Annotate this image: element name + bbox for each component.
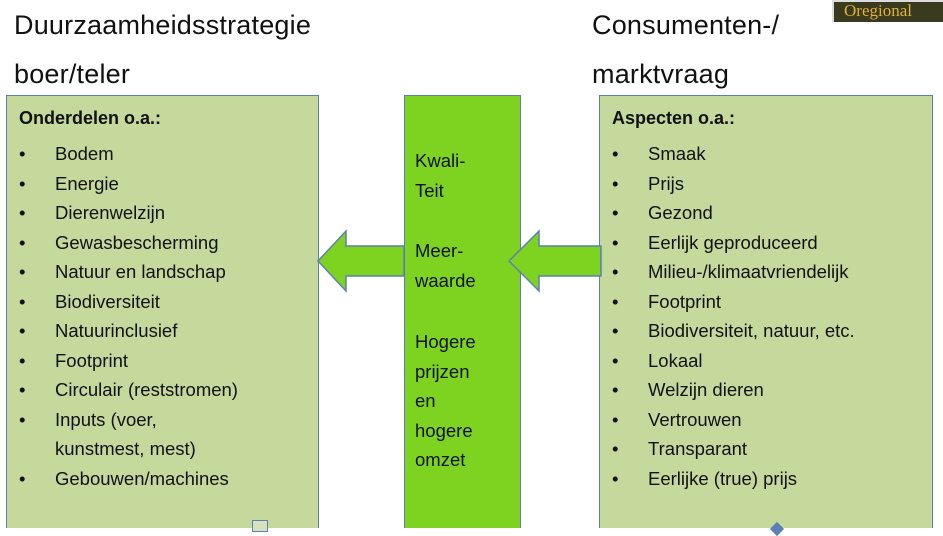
adjust-handle — [769, 521, 785, 536]
right-box-list: SmaakPrijsGezondEerlijk geproduceerdMili… — [612, 139, 855, 493]
center-line: Kwali- — [415, 150, 466, 171]
list-item: Inputs (voer, — [19, 405, 238, 435]
list-item: Biodiversiteit — [19, 287, 238, 317]
list-item: Welzijn dieren — [612, 375, 855, 405]
list-item: Prijs — [612, 169, 855, 199]
list-item: Smaak — [612, 139, 855, 169]
left-arrow — [316, 229, 405, 293]
list-item: Footprint — [19, 346, 238, 376]
left-heading-line2: boer/teler — [14, 59, 131, 89]
center-group-meerwaarde: Meer- waarde — [415, 236, 476, 295]
list-item: Natuurinclusief — [19, 316, 238, 346]
list-item: Milieu-/klimaatvriendelijk — [612, 257, 855, 287]
list-item: Footprint — [612, 287, 855, 317]
center-group-kwaliteit: Kwali- Teit — [415, 146, 465, 205]
list-item: Transparant — [612, 434, 855, 464]
right-heading-line2: marktvraag — [592, 59, 730, 89]
list-item: Bodem — [19, 139, 238, 169]
oregional-logo: Oregional — [832, 0, 943, 22]
center-line: prijzen — [415, 360, 470, 382]
logo-text: Oregional — [844, 1, 912, 20]
list-item: Biodiversiteit, natuur, etc. — [612, 316, 855, 346]
center-line: Meer- — [415, 240, 464, 261]
center-line: hogere — [415, 419, 473, 441]
list-item: Natuur en landschap — [19, 257, 238, 287]
list-item: Dierenwelzijn — [19, 198, 238, 228]
list-item: Gebouwen/machines — [19, 464, 238, 494]
right-heading-line1: Consumenten-/ — [592, 10, 780, 40]
list-item: Circulair (reststromen) — [19, 375, 238, 405]
center-box: Kwali- Teit Meer- waarde Hogere prijzen … — [404, 95, 521, 528]
center-line: waarde — [415, 269, 476, 291]
left-box-list: BodemEnergieDierenwelzijnGewasbeschermin… — [19, 139, 238, 493]
right-box-title: Aspecten o.a.: — [612, 108, 736, 128]
center-line: omzet — [415, 449, 466, 470]
list-item: Eerlijk geproduceerd — [612, 228, 855, 258]
list-item: Gezond — [612, 198, 855, 228]
list-item: kunstmest, mest) — [55, 438, 196, 459]
list-item: Gewasbescherming — [19, 228, 238, 258]
left-heading-line1: Duurzaamheidsstrategie — [14, 10, 312, 40]
list-item: Eerlijke (true) prijs — [612, 464, 855, 494]
center-line: Teit — [415, 179, 444, 201]
right-arrow — [507, 229, 602, 293]
left-box-title: Onderdelen o.a.: — [19, 108, 162, 128]
resize-handle — [252, 520, 268, 532]
list-item: Energie — [19, 169, 238, 199]
center-line: en — [415, 390, 436, 411]
center-line: Hogere — [415, 331, 476, 352]
list-item: Vertrouwen — [612, 405, 855, 435]
center-group-hogere-prijzen: Hogere prijzen en hogere omzet — [415, 327, 476, 475]
right-box: Aspecten o.a.: SmaakPrijsGezondEerlijk g… — [599, 95, 933, 536]
left-box: Onderdelen o.a.: BodemEnergieDierenwelzi… — [6, 95, 319, 532]
list-item: Lokaal — [612, 346, 855, 376]
